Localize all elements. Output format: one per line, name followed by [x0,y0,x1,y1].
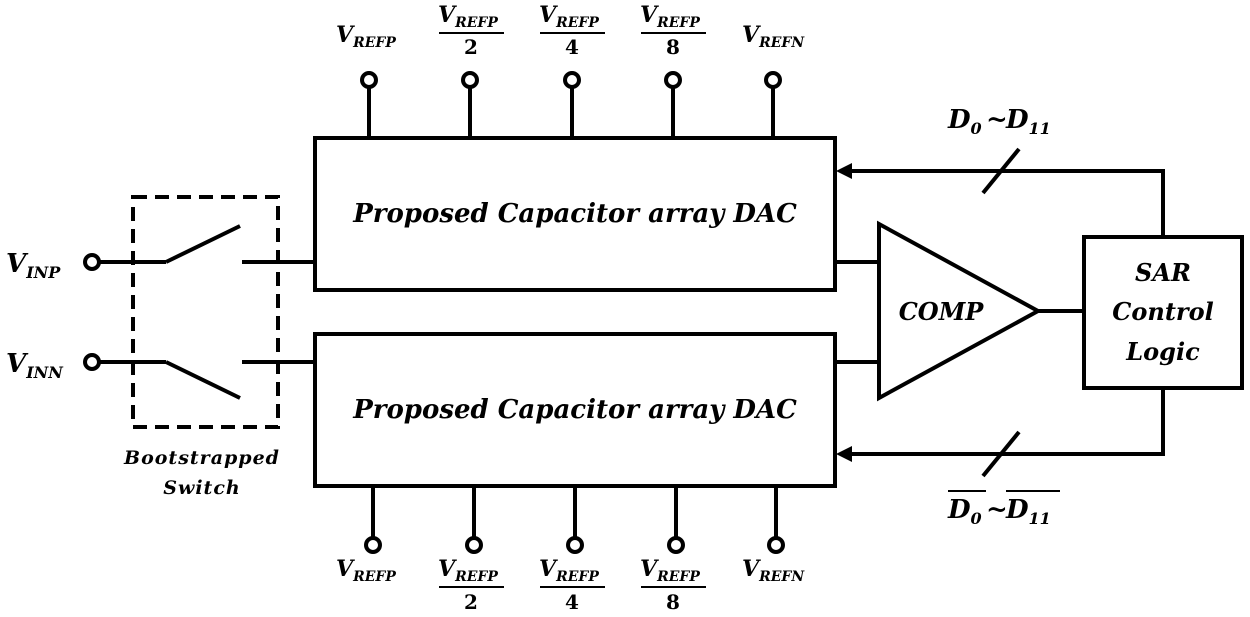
feedback-bus-top [848,169,1165,237]
ref-num-bottom-div8: VREFP [640,556,700,585]
switch-label-line1: Bootstrapped [123,447,280,469]
ref-tap-bottom-vrefp-div8: VREFP 8 [640,486,706,614]
ref-label-top-vrefp: VREFP [336,22,396,51]
ref-num-top-div8: VREFP [640,2,700,31]
ref-label-top-vrefn: VREFN [742,22,805,51]
bus-slash-bottom [981,430,1021,478]
feedback-arrow-top [836,163,852,179]
bus-top-tilde: ~ [986,105,1008,135]
bus-label-bottom: D0 ~ D11 [947,490,1060,528]
ref-num-top-div4: VREFP [539,2,599,31]
ref-tap-bottom-vrefp-div2: VREFP 2 [438,486,504,614]
ref-tap-top-vrefp-div4: VREFP 4 [539,2,605,138]
ref-tap-bottom-vrefp-div4: VREFP 4 [539,486,605,614]
switch-label-line2: Switch [163,477,240,499]
ref-tap-top-vrefp: VREFP [336,22,396,138]
ref-tap-bottom-vrefp: VREFP [336,486,396,585]
bootstrapped-switch-box [131,195,280,429]
sar-label-line3: Logic [1125,337,1200,366]
comparator-label: COMP [899,297,985,326]
bus-bottom-tilde: ~ [986,495,1008,525]
dac-bottom-block [313,332,837,488]
feedback-arrow-bottom [836,446,852,462]
ref-den-top-div4: 4 [565,35,579,59]
bus-top-d0: D0 [947,105,982,138]
ref-num-bottom-div4: VREFP [539,556,599,585]
sar-label-line2: Control [1112,297,1213,326]
ref-num-top-div2: VREFP [438,2,498,31]
dac-top-label: Proposed Capacitor array DAC [352,199,797,229]
vinp-switch-blade [165,224,241,264]
ref-tap-top-vrefp-div8: VREFP 8 [640,2,706,138]
vinn-label: VINN [6,349,64,382]
ref-tap-bottom-vrefn: VREFN [742,486,805,585]
ref-den-bottom-div4: 4 [565,590,579,614]
vinn-switch-blade [165,360,241,400]
ref-num-bottom-div2: VREFP [438,556,498,585]
dac-top-block [313,136,837,292]
vinn-terminal [83,353,101,371]
sar-label-line1: SAR [1135,258,1191,287]
vinp-terminal [83,253,101,271]
ref-den-top-div8: 8 [666,35,680,59]
comparator-triangle [877,220,1043,402]
bus-slash-top [981,147,1021,195]
ref-label-bottom-vrefp: VREFP [336,556,396,585]
bus-bottom-d0: D0 [947,495,982,528]
feedback-bus-bottom [848,388,1165,456]
ref-label-bottom-vrefn: VREFN [742,556,805,585]
ref-tap-top-vrefp-div2: VREFP 2 [438,2,504,138]
dac-bottom-label: Proposed Capacitor array DAC [352,395,797,425]
ref-tap-top-vrefn: VREFN [742,22,805,138]
bus-top-d11: D11 [1005,105,1051,138]
ref-den-bottom-div2: 2 [464,590,478,614]
vinp-label: VINP [6,249,61,282]
ref-den-top-div2: 2 [464,35,478,59]
bus-bottom-d11: D11 [1005,495,1051,528]
ref-den-bottom-div8: 8 [666,590,680,614]
bus-label-top: D0 ~ D11 [947,105,1051,138]
